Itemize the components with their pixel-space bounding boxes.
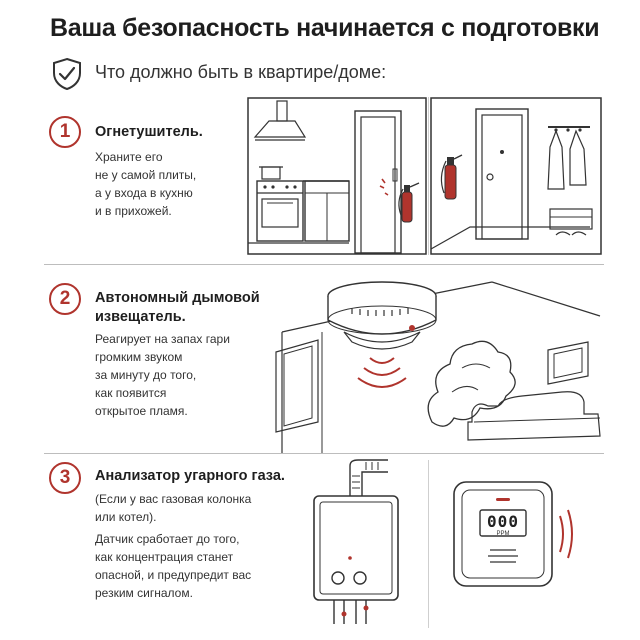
section-3-separator [428, 460, 429, 628]
section-2-number: 2 [49, 283, 81, 315]
page-title: Ваша безопасность начинается с подготовк… [50, 14, 600, 42]
co-detector-illustration [453, 481, 573, 587]
co-detector-unit: PPM [496, 531, 510, 537]
section-2-title: Автономный дымовой извещатель. [95, 290, 260, 325]
section-3-desc: (Если у вас газовая колонка или котел). [95, 492, 252, 524]
co-detector-display: 000 [487, 512, 519, 531]
page-subtitle: Что должно быть в квартире/доме: [95, 62, 387, 82]
section-1-desc: Храните его не у самой плиты, а у входа … [95, 150, 197, 218]
section-1-separator [428, 97, 429, 255]
section-1-number: 1 [49, 116, 81, 148]
section-3-title: Анализатор угарного газа. [95, 468, 285, 484]
divider-1 [44, 264, 604, 265]
divider-2 [44, 453, 604, 454]
kitchen-illustration [247, 97, 427, 255]
section-3-number: 3 [49, 462, 81, 494]
gas-boiler-illustration [313, 459, 399, 624]
section-2-desc: Реагирует на запах гари громким звуком з… [95, 332, 230, 418]
section-1-title: Огнетушитель. [95, 124, 203, 140]
shield-check-icon [53, 57, 81, 91]
smoke-detector-illustration [275, 281, 601, 454]
hallway-illustration [430, 97, 602, 255]
section-3-desc-2: Датчик сработает до того, как концентрац… [95, 532, 252, 600]
